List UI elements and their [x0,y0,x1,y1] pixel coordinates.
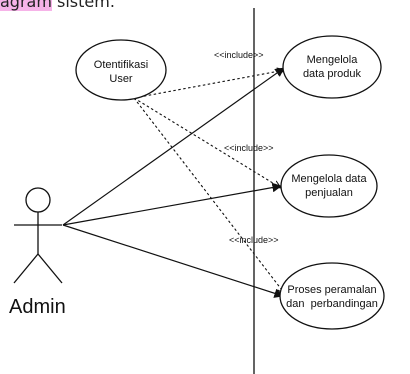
assoc-admin-peramalan [62,224,284,298]
use-case-penjualan-line2: penjualan [305,187,353,199]
use-case-penjualan-shape [280,154,378,218]
actor-admin [13,187,63,284]
caption-rest: sistem. [51,0,115,11]
use-case-produk: Mengelola data produk [282,35,382,99]
use-case-otentifikasi-line2: User [109,73,133,85]
use-case-otentifikasi-shape [75,39,167,101]
use-case-peramalan: Proses peramalan dan perbandingan [279,262,385,330]
assoc-admin-penjualan [62,182,282,226]
caption-highlight: agram [0,0,52,11]
use-case-peramalan-shape [279,262,385,330]
use-case-peramalan-line1: Proses peramalan [287,284,376,296]
actor-label: Admin [9,296,66,318]
include-label-peramalan: <<include>> [229,235,279,245]
use-case-peramalan-line2: dan perbandingan [286,298,378,310]
actor-head [25,187,51,213]
use-case-produk-line2: data produk [303,68,362,80]
use-case-penjualan-line1: Mengelola data [291,173,367,185]
use-case-otentifikasi-line1: Otentifikasi [94,59,148,71]
actor-leg-left [13,253,39,284]
use-case-produk-line1: Mengelola [307,54,359,66]
include-label-produk: <<include>> [214,50,264,60]
actor-leg-right [37,253,63,284]
include-label-penjualan: <<include>> [224,143,274,153]
assoc-admin-produk [62,67,285,226]
use-case-otentifikasi: Otentifikasi User [75,39,167,101]
use-case-penjualan: Mengelola data penjualan [280,154,378,218]
use-case-produk-shape [282,35,382,99]
include-produk [133,70,285,99]
caption-text: agram sistem. [0,0,115,11]
include-peramalan [133,97,285,294]
include-penjualan [133,97,281,188]
